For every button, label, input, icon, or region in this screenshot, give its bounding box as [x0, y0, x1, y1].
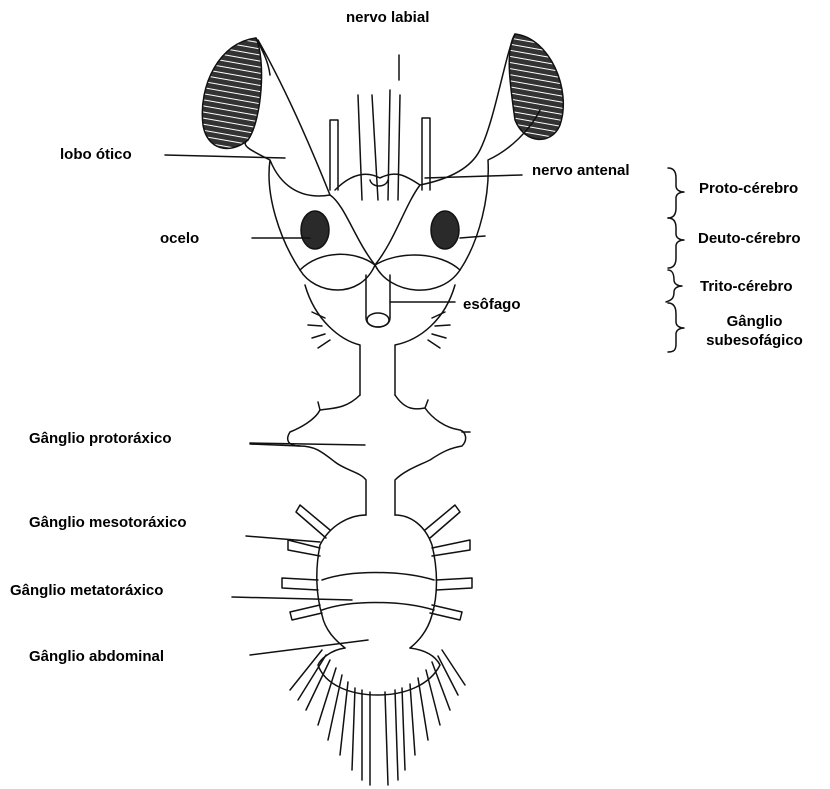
brace-proto	[668, 168, 684, 218]
left-compound-eye	[202, 38, 261, 148]
label-trito-cerebro: Trito-cérebro	[700, 278, 793, 296]
label-proto-cerebro: Proto-cérebro	[699, 180, 798, 198]
brace-trito	[666, 270, 682, 302]
prothoracic-ganglion	[288, 395, 466, 515]
brain-outline	[245, 34, 540, 290]
label-nervo-labial: nervo labial	[346, 9, 429, 27]
label-ganglio-metatoraxico: Gânglio metatoráxico	[10, 582, 163, 600]
brace-deuto	[668, 218, 684, 268]
esophagus	[366, 275, 390, 327]
left-ocellus	[301, 211, 329, 249]
abdominal-ganglion	[318, 648, 440, 695]
right-compound-eye	[509, 34, 563, 139]
label-ganglio-protoraxico: Gânglio protoráxico	[29, 430, 172, 448]
label-deuto-cerebro: Deuto-cérebro	[698, 230, 801, 248]
label-ganglio-subesofagico-line1: Gânglio	[692, 313, 817, 331]
label-nervo-antenal: nervo antenal	[532, 162, 630, 180]
label-esofago: esôfago	[463, 296, 521, 314]
mesothoracic-ganglion	[317, 515, 437, 648]
right-ocellus	[431, 211, 459, 249]
label-ganglio-subesofagico-line2: subesofágico	[692, 332, 817, 350]
label-lobo-otico: lobo ótico	[60, 146, 132, 164]
label-ocelo: ocelo	[160, 230, 199, 248]
label-ganglio-abdominal: Gânglio abdominal	[29, 648, 164, 666]
label-ganglio-mesotoraxico: Gânglio mesotoráxico	[29, 514, 187, 532]
brace-subesofagico	[668, 303, 684, 352]
